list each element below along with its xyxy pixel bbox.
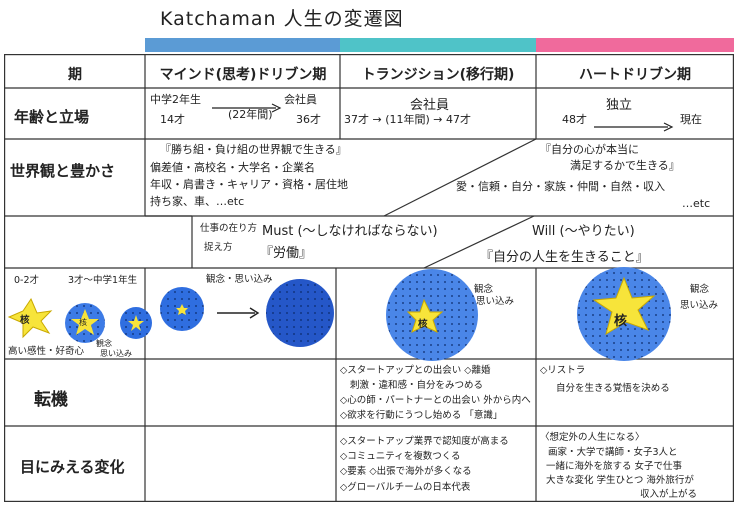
work-label-line2: 捉え方 — [204, 242, 233, 253]
turn-p2-line4: ◇欲求を行動にうつし始める 「意識」 — [340, 410, 503, 421]
change-p3-line3: 一緒に海外を旅する 女子で仕事 — [546, 461, 683, 472]
band-phase3 — [536, 38, 734, 52]
change-p2-line1: ◇スタートアップ業界で認知度が高まる — [340, 436, 509, 447]
page-title: Katchaman 人生の変遷図 — [160, 8, 404, 30]
row-label-change: 目にみえる変化 — [20, 458, 125, 476]
world-right-line2: 満足するかで生きる』 — [570, 159, 680, 172]
age-p3-top: 独立 — [606, 98, 633, 113]
world-right-line3: 愛・信頼・自分・家族・仲間・自然・収入 — [456, 180, 665, 193]
work-must-quote: 『労働』 — [260, 246, 313, 261]
circle-diagram-phase3 — [577, 267, 671, 361]
p2-note-2: 思い込み — [476, 296, 515, 307]
work-will-label: Will (〜やりたい) — [532, 224, 635, 239]
age-p1-bottom-left: 14才 — [160, 113, 185, 126]
p2-note-1: 観念 — [474, 284, 494, 295]
row-label-world: 世界観と豊かさ — [10, 162, 116, 180]
change-p3-line5: 収入が上がる — [640, 489, 698, 500]
turn-p2-line2: 刺激・違和感・自分をみつめる — [350, 380, 484, 391]
circle-small-note-1: 観念 — [96, 339, 112, 348]
world-right-line1: 『自分の心が本当に — [540, 143, 639, 156]
core-label-phase3: 核 — [614, 314, 628, 329]
world-left-line3: 年収・肩書き・キャリア・資格・居住地 — [150, 178, 348, 191]
age-p2-bottom: 37才 → (11年間) → 47才 — [344, 113, 471, 126]
turn-p2-line1: ◇スタートアップとの出会い ◇離婚 — [340, 365, 491, 376]
work-will-quote: 『自分の人生を生きること』 — [480, 250, 649, 265]
p3-note-2: 思い込み — [680, 300, 719, 311]
arrow-icon — [594, 117, 674, 136]
age-p1-top-left: 中学2年生 — [150, 93, 201, 106]
work-label-line1: 仕事の在り方 — [200, 223, 258, 234]
circle-age1: 0-2才 — [14, 275, 40, 286]
age-p3-bottom-right: 現在 — [680, 113, 702, 126]
circle-diagram-phase1 — [7, 279, 334, 347]
age-p1-top-right: 会社員 — [284, 93, 317, 106]
header-phase2: トランジション(移行期) — [361, 67, 515, 83]
age-p3-bottom-left: 48才 — [562, 113, 587, 126]
core-star-infant — [7, 297, 53, 339]
world-left-line4: 持ち家、車、…etc — [150, 195, 245, 208]
change-p3-line1: 〈想定外の人生になる〉 — [540, 432, 645, 443]
arrow-icon — [212, 98, 282, 117]
header-phase3: ハートドリブン期 — [579, 67, 691, 83]
circle-diagram-phase2 — [386, 269, 478, 361]
world-left-line1: 『勝ち組・負け組の世界観で生きる』 — [160, 143, 347, 156]
core-label-infant: 核 — [20, 315, 30, 326]
world-right-line4: …etc — [682, 197, 711, 210]
header-period-label: 期 — [68, 67, 82, 83]
change-p2-line4: ◇グローバルチームの日本代表 — [340, 482, 471, 493]
age-p2-top: 会社員 — [410, 98, 450, 113]
circle-age2: 3才〜中学1年生 — [68, 275, 138, 286]
age-p1-bottom-right: 36才 — [296, 113, 321, 126]
change-p2-line2: ◇コミュニティを複数つくる — [340, 451, 461, 462]
turn-p2-line3: ◇心の師・パートナーとの出会い 外から内へ — [340, 395, 531, 406]
age-p1-bottom-mid: (22年間) — [228, 108, 273, 121]
row-label-turn: 転機 — [34, 390, 68, 410]
core-label-child: 核 — [79, 318, 87, 327]
circle-small-note-2: 思い込み — [100, 349, 132, 358]
turn-p3-line2: 自分を生きる覚悟を決める — [556, 383, 670, 394]
change-p3-line4: 大きな変化 学生ひとつ 海外旅行が — [546, 475, 694, 486]
band-phase1 — [145, 38, 340, 52]
p3-note-1: 観念 — [690, 284, 710, 295]
change-p2-line3: ◇要素 ◇出張で海外が多くなる — [340, 466, 472, 477]
circle-mid-note: 観念・思い込み — [206, 274, 273, 285]
circle-bottom-left: 高い感性・好奇心 — [8, 346, 85, 357]
world-left-line2: 偏差値・高校名・大学名・企業名 — [150, 161, 315, 174]
band-phase2 — [340, 38, 536, 52]
turn-p3-line1: ◇リストラ — [540, 365, 586, 376]
core-label-phase2: 核 — [418, 319, 428, 330]
header-phase1: マインド(思考)ドリブン期 — [159, 67, 327, 83]
change-p3-line2: 画家・大学で講師・女子3人と — [548, 447, 678, 458]
work-must-label: Must (〜しなければならない) — [262, 224, 438, 239]
row-label-age: 年齢と立場 — [14, 108, 90, 126]
